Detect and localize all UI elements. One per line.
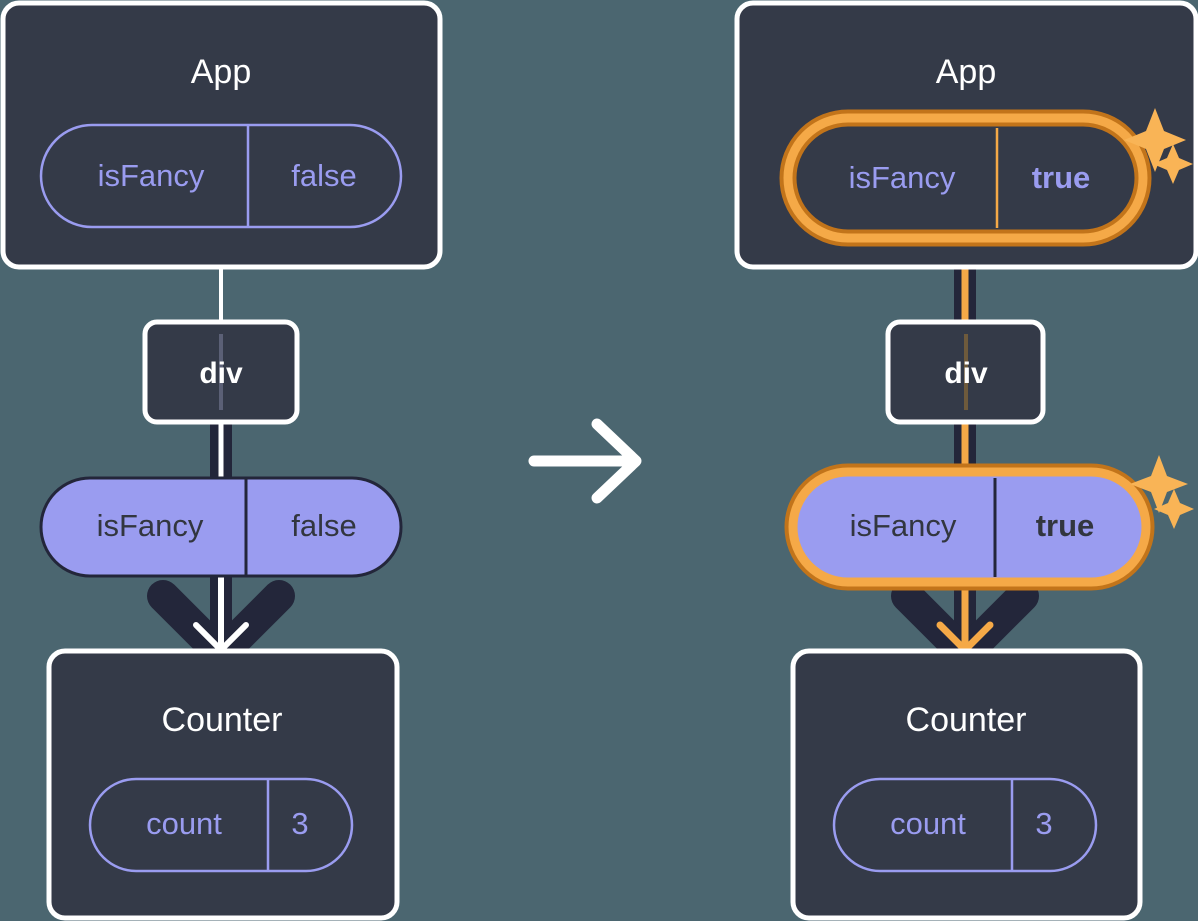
counter-state-value-before: 3 <box>291 806 308 841</box>
prop-pill-after: isFancy true <box>784 463 1155 591</box>
counter-card-title-after: Counter <box>906 701 1027 739</box>
div-node-title-after: div <box>944 357 988 390</box>
prop-name-after: isFancy <box>850 508 957 543</box>
counter-state-value-after: 3 <box>1035 806 1052 841</box>
prop-name-before: isFancy <box>97 508 204 543</box>
div-node-before: div <box>142 319 300 425</box>
prop-value-after: true <box>1036 508 1095 543</box>
arrow-prop-to-counter-before <box>147 570 295 670</box>
app-card-after: App isFancy true <box>734 0 1198 270</box>
sparkle-icon-app-after <box>1124 108 1193 184</box>
app-state-value-after: true <box>1032 160 1091 195</box>
counter-state-name-before: count <box>146 806 222 841</box>
after-diagram: App isFancy true div <box>734 0 1198 921</box>
app-state-pill-after: isFancy true <box>779 109 1152 247</box>
app-card-title-after: App <box>936 53 997 91</box>
sparkle-icon-prop-after <box>1130 455 1194 529</box>
app-state-name-before: isFancy <box>98 158 205 193</box>
before-diagram: App isFancy false div <box>0 0 443 921</box>
app-card-title-before: App <box>191 53 252 91</box>
counter-state-name-after: count <box>890 806 966 841</box>
counter-card-before: Counter count 3 <box>46 648 400 921</box>
counter-state-pill-before: count 3 <box>88 777 354 873</box>
app-state-pill-before: isFancy false <box>39 123 403 229</box>
div-node-title-before: div <box>199 357 243 390</box>
app-state-name-after: isFancy <box>849 160 956 195</box>
div-node-after: div <box>885 319 1046 425</box>
counter-card-after: Counter count 3 <box>790 648 1143 921</box>
prop-pill-before: isFancy false <box>39 476 403 578</box>
app-card-before: App isFancy false <box>0 0 443 270</box>
prop-value-before: false <box>291 508 356 543</box>
transition-arrow-icon <box>528 418 642 504</box>
counter-card-title-before: Counter <box>162 701 283 739</box>
app-state-value-before: false <box>291 158 356 193</box>
counter-state-pill-after: count 3 <box>832 777 1098 873</box>
